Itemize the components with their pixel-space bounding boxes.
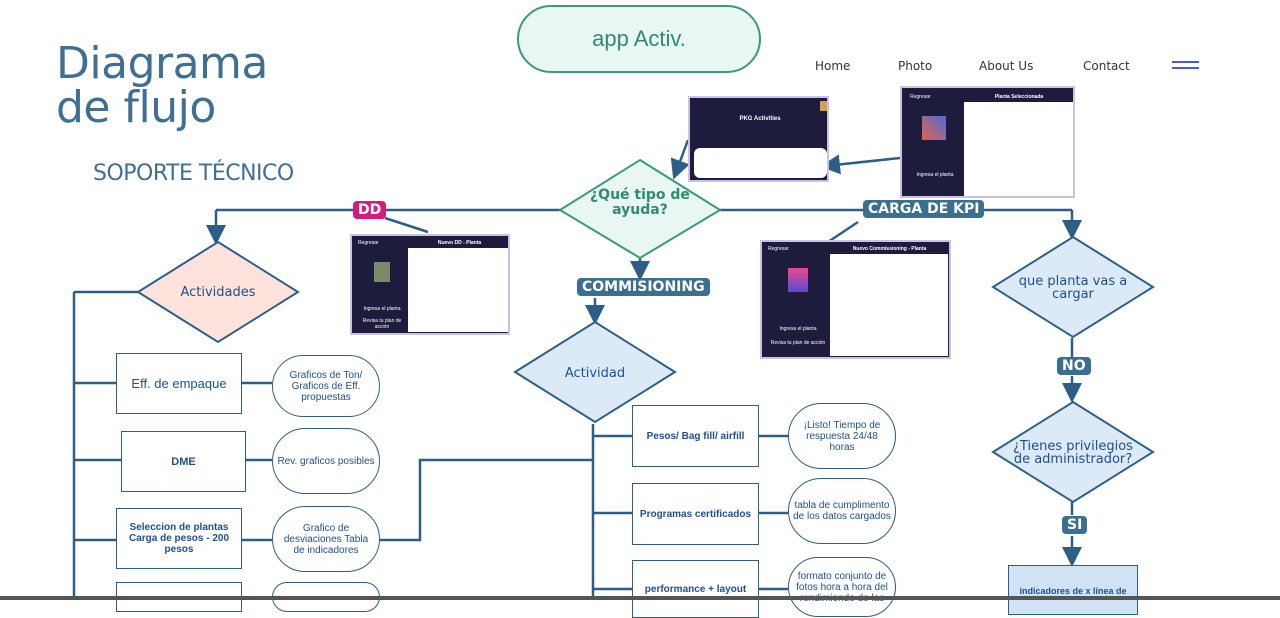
- comm-step-programs: Programas certificados: [632, 483, 759, 545]
- dd-result-review: Rev. graficos posibles: [272, 428, 380, 494]
- kpi-plant-decision: que planta vas a cargar: [1018, 274, 1128, 302]
- badge-icon: [820, 101, 827, 111]
- dd-result-graphs: Graficos de Ton/ Graficos de Eff. propue…: [272, 355, 380, 417]
- dd-step-packing-eff: Eff. de empaque: [116, 353, 242, 414]
- kpi-ingresa: Ingresa el planta: [916, 172, 954, 178]
- dd-revisa: Revisa tu plan de acción: [362, 318, 402, 330]
- nav-contact[interactable]: Contact: [1083, 59, 1130, 73]
- commissioning-activity-decision: Actividad: [564, 366, 626, 381]
- commissioning-plant-screenshot: Regresar Nuevo Commissioning - Planta In…: [760, 240, 951, 359]
- nav-about-us[interactable]: About Us: [979, 59, 1034, 73]
- dd-back: Regresar: [358, 240, 379, 246]
- title-line-1: Diagrama: [56, 38, 268, 89]
- nav-home[interactable]: Home: [815, 59, 851, 73]
- comm-ingresa: Ingresa el planta: [779, 326, 817, 332]
- dd-step-dme: DME: [121, 431, 246, 492]
- no-tag: NO: [1057, 357, 1091, 375]
- dd-activities-decision: Actividades: [180, 285, 256, 300]
- comm-step-weights: Pesos/ Bag fill/ airfill: [632, 405, 759, 467]
- app-activ-button[interactable]: app Activ.: [517, 5, 761, 73]
- nav-photo[interactable]: Photo: [898, 59, 933, 73]
- comm-result-photos: formato conjunto de fotos hora a hora de…: [788, 557, 896, 617]
- dd-title: Nuevo DD - Planta: [437, 240, 482, 246]
- bottom-bar: [0, 596, 1280, 600]
- kpi-table-panel: [964, 102, 1073, 196]
- rocket-icon: [788, 268, 808, 292]
- comm-result-table: tabla de cumplimento de los datos cargad…: [788, 478, 896, 544]
- dd-plant-screenshot: Regresar Nuevo DD - Planta Ingresa el pl…: [350, 234, 510, 335]
- kpi-back: Regresar: [910, 94, 931, 100]
- yes-tag: SI: [1062, 516, 1088, 534]
- comm-grid-panel: [830, 254, 948, 356]
- help-type-question: ¿Qué tipo de ayuda?: [590, 187, 690, 218]
- pkg-panel: [694, 148, 827, 178]
- chart-icon: [922, 116, 946, 140]
- kpi-final-indicators: indicadores de x linea de: [1008, 565, 1138, 615]
- title-line-2: de flujo: [56, 82, 216, 133]
- kpi-title: Planta Seleccionada: [994, 94, 1044, 100]
- dd-grid-panel: [408, 248, 508, 332]
- comm-title: Nuevo Commissioning - Planta: [852, 246, 927, 252]
- dd-ingresa: Ingresa el planta: [363, 306, 401, 312]
- page-title: Diagrama de flujo: [56, 42, 268, 130]
- dd-icon: [374, 262, 390, 282]
- dd-tag: DD: [353, 201, 387, 219]
- pkg-activities-screenshot: PKG Activities: [688, 96, 829, 182]
- dd-result-deviations: Grafico de desviaciones Tabla de indicad…: [272, 506, 380, 572]
- page-subtitle: SOPORTE TÉCNICO: [93, 161, 294, 186]
- comm-result-ready: ¡Listo! Tiempo de respuesta 24/48 horas: [788, 403, 896, 469]
- commissioning-tag: COMMISIONING: [577, 278, 710, 296]
- kpi-plant-screenshot: Regresar Planta Seleccionada Ingresa el …: [900, 86, 1075, 198]
- flow-connectors: [72, 139, 1155, 600]
- dd-step-plant-selection: Seleccion de plantas Carga de pesos - 20…: [116, 508, 242, 569]
- kpi-admin-decision: ¿Tienes privilegios de administrador?: [1013, 439, 1133, 467]
- menu-icon[interactable]: [1172, 61, 1199, 71]
- comm-revisa: Revisa tu plan de acción: [770, 340, 826, 346]
- comm-step-performance: performance + layout: [632, 560, 759, 618]
- comm-back: Regresar: [768, 246, 789, 252]
- kpi-load-tag: CARGA DE KPI: [863, 200, 985, 218]
- pkg-title: PKG Activities: [739, 116, 781, 122]
